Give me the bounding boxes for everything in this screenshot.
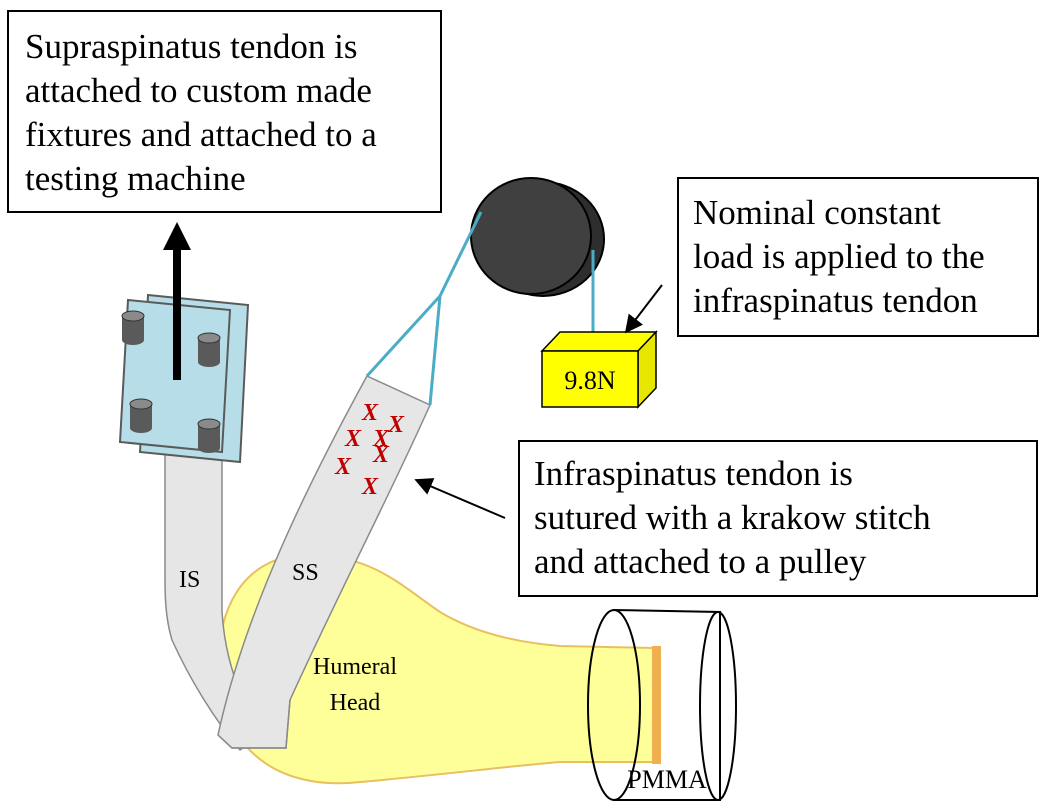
stitch-mark: X <box>344 426 362 452</box>
weight-box: 9.8N <box>540 330 658 409</box>
callout-stitch: Infraspinatus tendon is sutured with a k… <box>518 440 1038 597</box>
stitch-mark: X <box>372 426 390 452</box>
pmma-cylinder-front <box>587 609 641 801</box>
load-leader-arrow <box>624 284 663 334</box>
pmma-cylinder-back <box>699 611 737 801</box>
weight-label: 9.8N <box>564 366 616 395</box>
ss-tendon-fold <box>217 699 291 749</box>
callout-load: Nominal constant load is applied to the … <box>677 177 1039 337</box>
fixture-bolt <box>121 310 145 345</box>
humeral-head-label-line2: Head <box>330 690 381 716</box>
pmma-label: PMMA <box>627 765 707 794</box>
pulley <box>470 177 605 297</box>
stitch-mark: X <box>361 474 379 500</box>
pmma-cylinder <box>612 609 737 801</box>
fixture-bolt <box>197 332 221 367</box>
bone-cut-end <box>652 646 661 764</box>
stitch-mark: X <box>372 442 390 468</box>
stitch-mark: X <box>334 454 352 480</box>
stitch-leader-arrow <box>414 478 506 519</box>
stitch-mark: X <box>387 412 405 438</box>
fixture-bolt <box>197 418 221 453</box>
pull-direction-arrow <box>163 222 191 380</box>
ss-tendon-label: SS <box>292 560 319 586</box>
is-tendon-label: IS <box>179 567 200 593</box>
callout-fixtures: Supraspinatus tendon is attached to cust… <box>7 10 442 213</box>
stitch-mark: X <box>361 400 379 426</box>
krakow-stitches: X X X X X X X <box>334 400 405 500</box>
fixture-bolt <box>129 398 153 433</box>
humeral-head-label-line1: Humeral <box>313 654 397 680</box>
fixture-clamp <box>118 293 250 464</box>
